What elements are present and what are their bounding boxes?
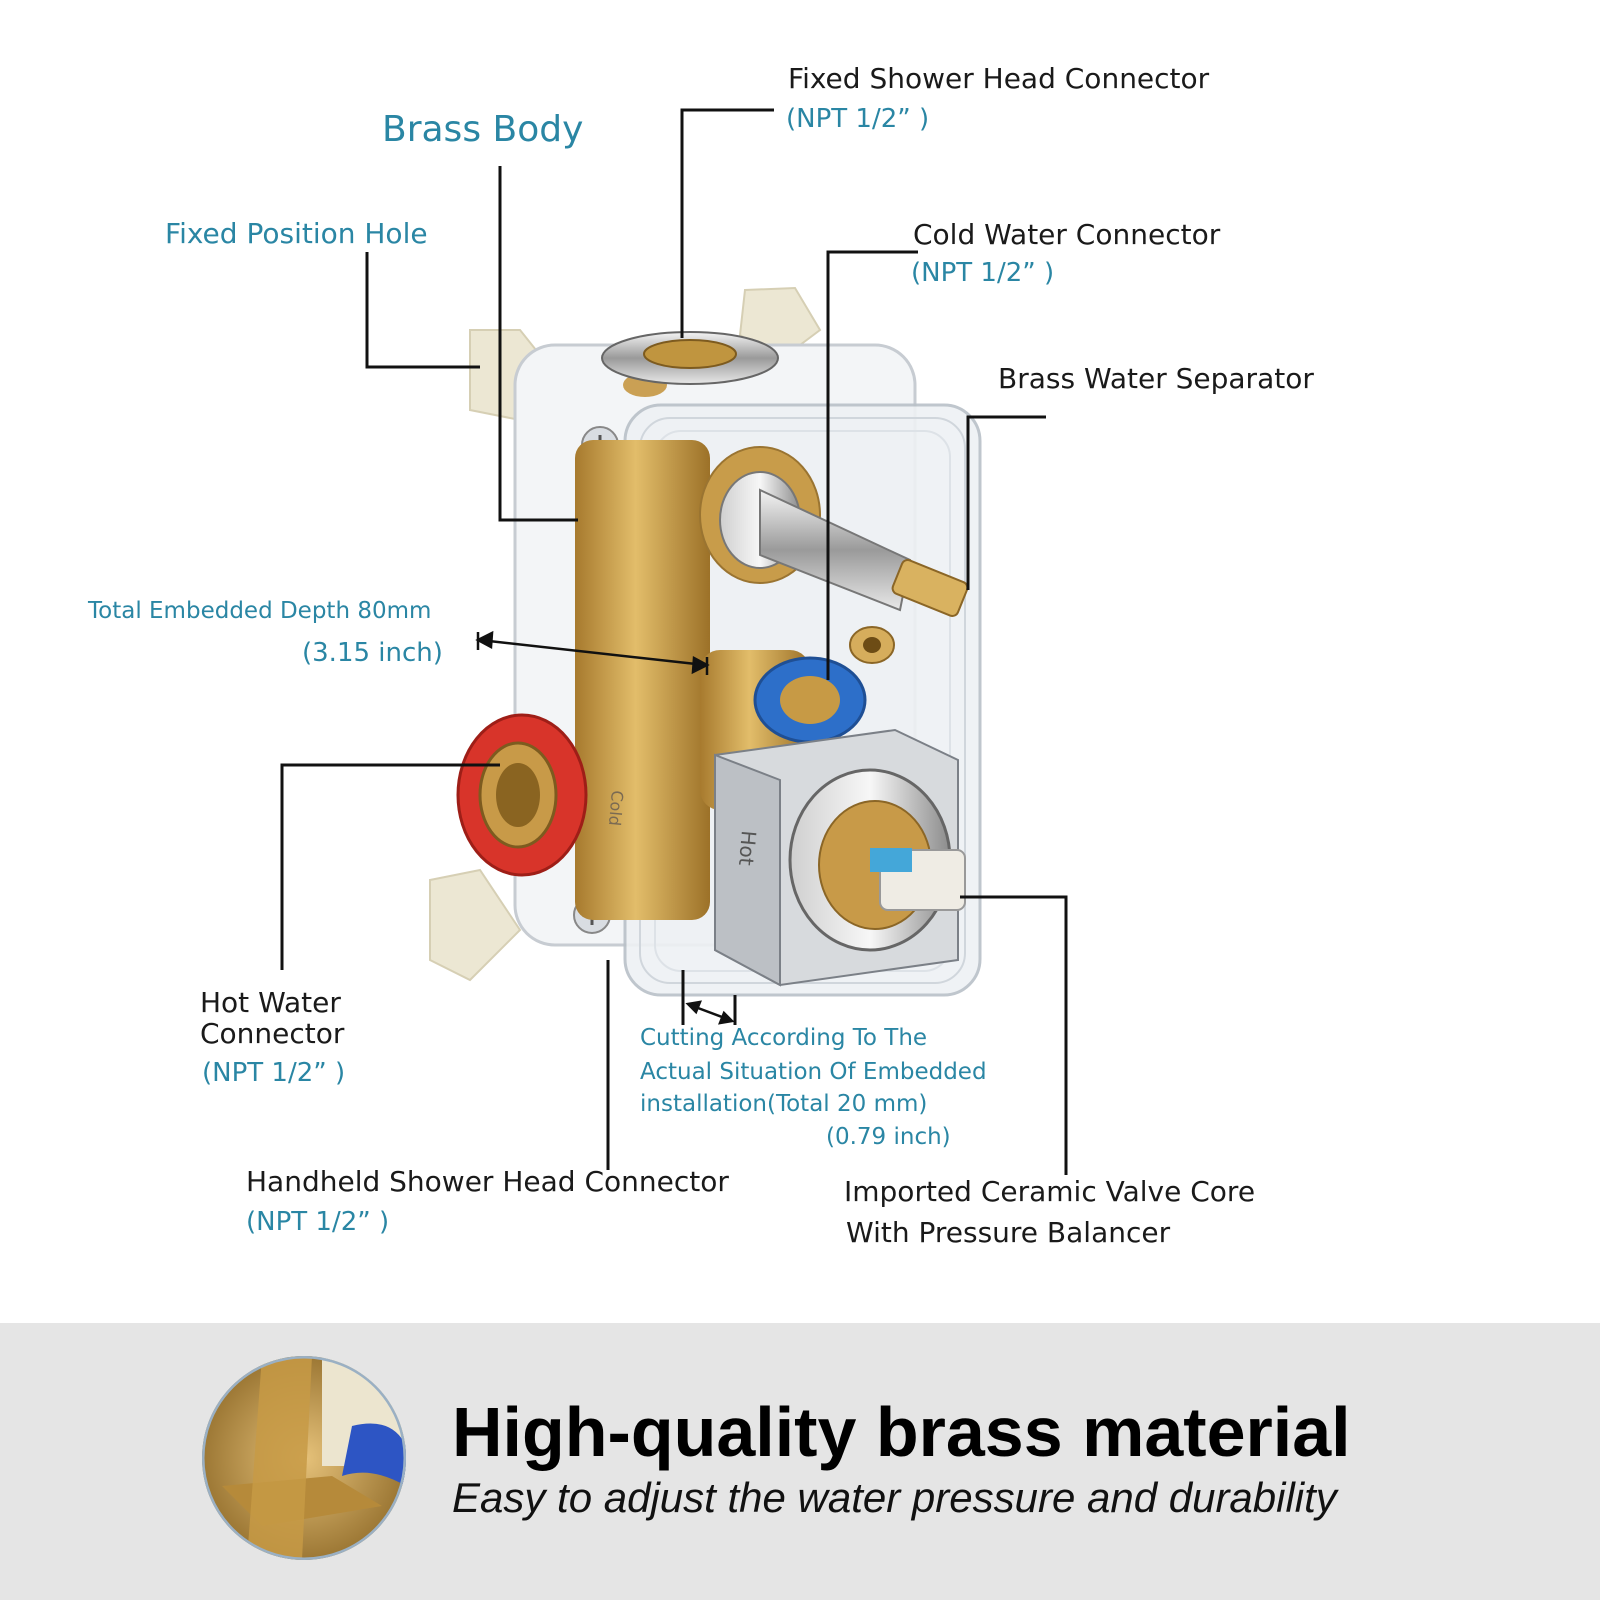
- label-embedded-depth: Total Embedded Depth 80mm: [88, 598, 432, 624]
- label-brass-body: Brass Body: [382, 109, 584, 150]
- brass-closeup-image: [202, 1356, 406, 1560]
- label-brass-water-separator: Brass Water Separator: [998, 362, 1314, 395]
- label-valve-core-line2: With Pressure Balancer: [846, 1216, 1171, 1249]
- label-cutting-line1: Cutting According To The: [640, 1025, 928, 1051]
- label-fixed-shower-head-connector: Fixed Shower Head Connector: [788, 62, 1210, 95]
- hot-marking: Hot: [734, 830, 761, 867]
- label-embedded-depth-inch: (3.15 inch): [302, 638, 443, 668]
- label-cutting-line2: Actual Situation Of Embedded: [640, 1059, 987, 1085]
- cold-connector-ring: [753, 656, 867, 744]
- diagram-stage: Hot Cold Brass Body: [88, 62, 1314, 1249]
- label-cutting-line3: installation(Total 20 mm): [640, 1091, 928, 1117]
- label-valve-core-line1: Imported Ceramic Valve Core: [844, 1175, 1256, 1208]
- label-handheld-shower-head-connector: Handheld Shower Head Connector: [246, 1165, 729, 1198]
- banner-headline: High-quality brass material: [452, 1393, 1351, 1471]
- label-cutting-line4: (0.79 inch): [826, 1124, 951, 1150]
- label-handheld-spec: (NPT 1/2” ): [246, 1207, 390, 1237]
- top-connector: [601, 331, 779, 385]
- hot-connector-ring: [456, 713, 588, 877]
- label-hot-water-spec: (NPT 1/2” ): [202, 1058, 346, 1088]
- label-fixed-shower-head-spec: (NPT 1/2” ): [786, 104, 930, 134]
- brass-closeup-thumbnail: [202, 1356, 406, 1560]
- label-cold-water-spec: (NPT 1/2” ): [911, 258, 1055, 288]
- label-hot-water-line2: Connector: [200, 1017, 345, 1050]
- cold-marking: Cold: [605, 790, 627, 827]
- valve-illustration: Hot Cold: [280, 108, 1068, 1175]
- leader-lines: [280, 108, 1068, 1175]
- label-hot-water-line1: Hot Water: [200, 986, 341, 1019]
- valve-core-block: Hot Cold: [605, 728, 966, 987]
- dimension-arrows: [475, 630, 735, 1025]
- water-separator-stem: [699, 446, 969, 664]
- label-fixed-position-hole: Fixed Position Hole: [165, 217, 428, 250]
- banner-tagline: Easy to adjust the water pressure and du…: [452, 1474, 1337, 1521]
- label-cold-water-connector: Cold Water Connector: [913, 218, 1221, 251]
